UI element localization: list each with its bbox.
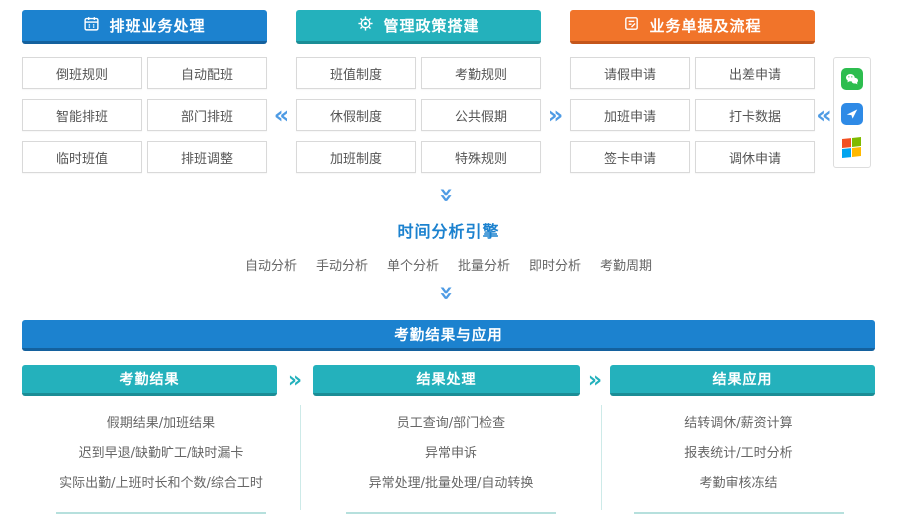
section-documents-header: 业务单据及流程	[570, 10, 815, 44]
item-box: 临时班值	[22, 141, 142, 173]
results-banner: 考勤结果与应用	[22, 320, 875, 351]
detail-line: 实际出勤/上班时长和个数/综合工时	[59, 476, 263, 491]
item-box: 排班调整	[147, 141, 267, 173]
item-box: 自动配班	[147, 57, 267, 89]
engine-mode: 考勤周期	[600, 259, 653, 274]
item-box: 公共假期	[421, 99, 541, 131]
flow-connector: »	[541, 10, 570, 173]
section-title: 排班业务处理	[109, 17, 206, 35]
detail-line: 报表统计/工时分析	[684, 446, 793, 461]
flow-connector: »	[277, 367, 313, 393]
chevron-right-icon: »	[587, 367, 603, 393]
chevron-right-icon: »	[287, 367, 303, 393]
wechat-icon	[841, 67, 863, 90]
calendar-icon	[83, 15, 100, 36]
item-box: 签卡申请	[570, 141, 690, 173]
item-box: 考勤规则	[421, 57, 541, 89]
item-box: 加班制度	[296, 141, 416, 173]
divider	[601, 405, 602, 510]
details-attendance-results: 假期结果/加班结果 迟到早退/缺勤旷工/缺时漏卡 实际出勤/上班时长和个数/综合…	[22, 403, 300, 514]
item-box: 特殊规则	[421, 141, 541, 173]
flow-connector: «	[267, 10, 296, 173]
app-sources-box	[833, 57, 871, 168]
flow-connector: «	[815, 10, 833, 173]
item-box: 休假制度	[296, 99, 416, 131]
app-sources	[833, 10, 873, 168]
section-scheduling-items: 倒班规则 自动配班 智能排班 部门排班 临时班值 排班调整	[22, 57, 267, 173]
section-scheduling: 排班业务处理 倒班规则 自动配班 智能排班 部门排班 临时班值 排班调整	[22, 10, 267, 173]
section-policy-items: 班值制度 考勤规则 休假制度 公共假期 加班制度 特殊规则	[296, 57, 541, 173]
stage-title: 考勤结果	[119, 372, 180, 388]
detail-line: 迟到早退/缺勤旷工/缺时漏卡	[78, 446, 244, 461]
detail-line: 结转调休/薪资计算	[684, 416, 793, 431]
windows-icon	[842, 136, 862, 158]
item-box: 加班申请	[570, 99, 690, 131]
chevron-right-icon: »	[547, 101, 564, 129]
engine-mode: 手动分析	[315, 259, 368, 274]
divider	[633, 512, 844, 514]
engine-modes: 自动分析 手动分析 单个分析 批量分析 即时分析 考勤周期	[22, 255, 875, 274]
detail-line: 假期结果/加班结果	[106, 416, 216, 431]
divider	[56, 512, 266, 514]
detail-line: 异常申诉	[424, 446, 477, 461]
engine-mode: 即时分析	[529, 259, 582, 274]
section-title: 业务单据及流程	[649, 17, 762, 35]
item-box: 班值制度	[296, 57, 416, 89]
section-title: 管理政策搭建	[383, 17, 480, 35]
engine-mode: 单个分析	[386, 259, 439, 274]
stage-attendance-results: 考勤结果	[22, 365, 277, 396]
item-box: 打卡数据	[695, 99, 815, 131]
item-box: 部门排班	[147, 99, 267, 131]
section-policy: 管理政策搭建 班值制度 考勤规则 休假制度 公共假期 加班制度 特殊规则	[296, 10, 541, 173]
stage-title: 结果应用	[712, 372, 773, 388]
details-result-processing: 员工查询/部门检查 异常申诉 异常处理/批量处理/自动转换	[301, 403, 601, 514]
section-scheduling-header: 排班业务处理	[22, 10, 267, 44]
chevron-left-icon: «	[273, 101, 290, 129]
stage-title: 结果处理	[416, 372, 477, 388]
chevron-down-icon: »	[432, 187, 461, 203]
chevron-left-icon: «	[816, 101, 832, 129]
divider	[300, 405, 301, 510]
engine-title: 时间分析引擎	[397, 222, 500, 241]
detail-line: 异常处理/批量处理/自动转换	[368, 476, 534, 491]
detail-line: 员工查询/部门检查	[396, 416, 506, 431]
results-banner-title: 考勤结果与应用	[394, 327, 503, 344]
top-modules-row: 排班业务处理 倒班规则 自动配班 智能排班 部门排班 临时班值 排班调整 «	[0, 0, 901, 173]
details-result-application: 结转调休/薪资计算 报表统计/工时分析 考勤审核冻结	[602, 403, 875, 514]
gear-icon	[357, 15, 374, 36]
chevron-down-icon: »	[432, 285, 461, 301]
document-flow-icon	[623, 15, 640, 36]
item-box: 智能排班	[22, 99, 142, 131]
engine-block: » 时间分析引擎 自动分析 手动分析 单个分析 批量分析 即时分析 考勤周期 »	[22, 185, 875, 307]
result-stages-row: 考勤结果 » 结果处理 » 结果应用	[22, 365, 875, 396]
result-details-row: 假期结果/加班结果 迟到早退/缺勤旷工/缺时漏卡 实际出勤/上班时长和个数/综合…	[22, 403, 875, 514]
divider	[346, 512, 556, 514]
item-box: 调休申请	[695, 141, 815, 173]
engine-mode: 自动分析	[244, 259, 297, 274]
paper-plane-icon	[841, 102, 863, 125]
item-box: 倒班规则	[22, 57, 142, 89]
section-documents-items: 请假申请 出差申请 加班申请 打卡数据 签卡申请 调休申请	[570, 57, 815, 173]
detail-line: 考勤审核冻结	[699, 476, 778, 491]
stage-result-application: 结果应用	[610, 365, 875, 396]
section-policy-header: 管理政策搭建	[296, 10, 541, 44]
section-documents: 业务单据及流程 请假申请 出差申请 加班申请 打卡数据 签卡申请 调休申请	[570, 10, 815, 173]
flow-connector: »	[580, 367, 610, 393]
engine-mode: 批量分析	[458, 259, 511, 274]
stage-result-processing: 结果处理	[313, 365, 580, 396]
item-box: 请假申请	[570, 57, 690, 89]
item-box: 出差申请	[695, 57, 815, 89]
